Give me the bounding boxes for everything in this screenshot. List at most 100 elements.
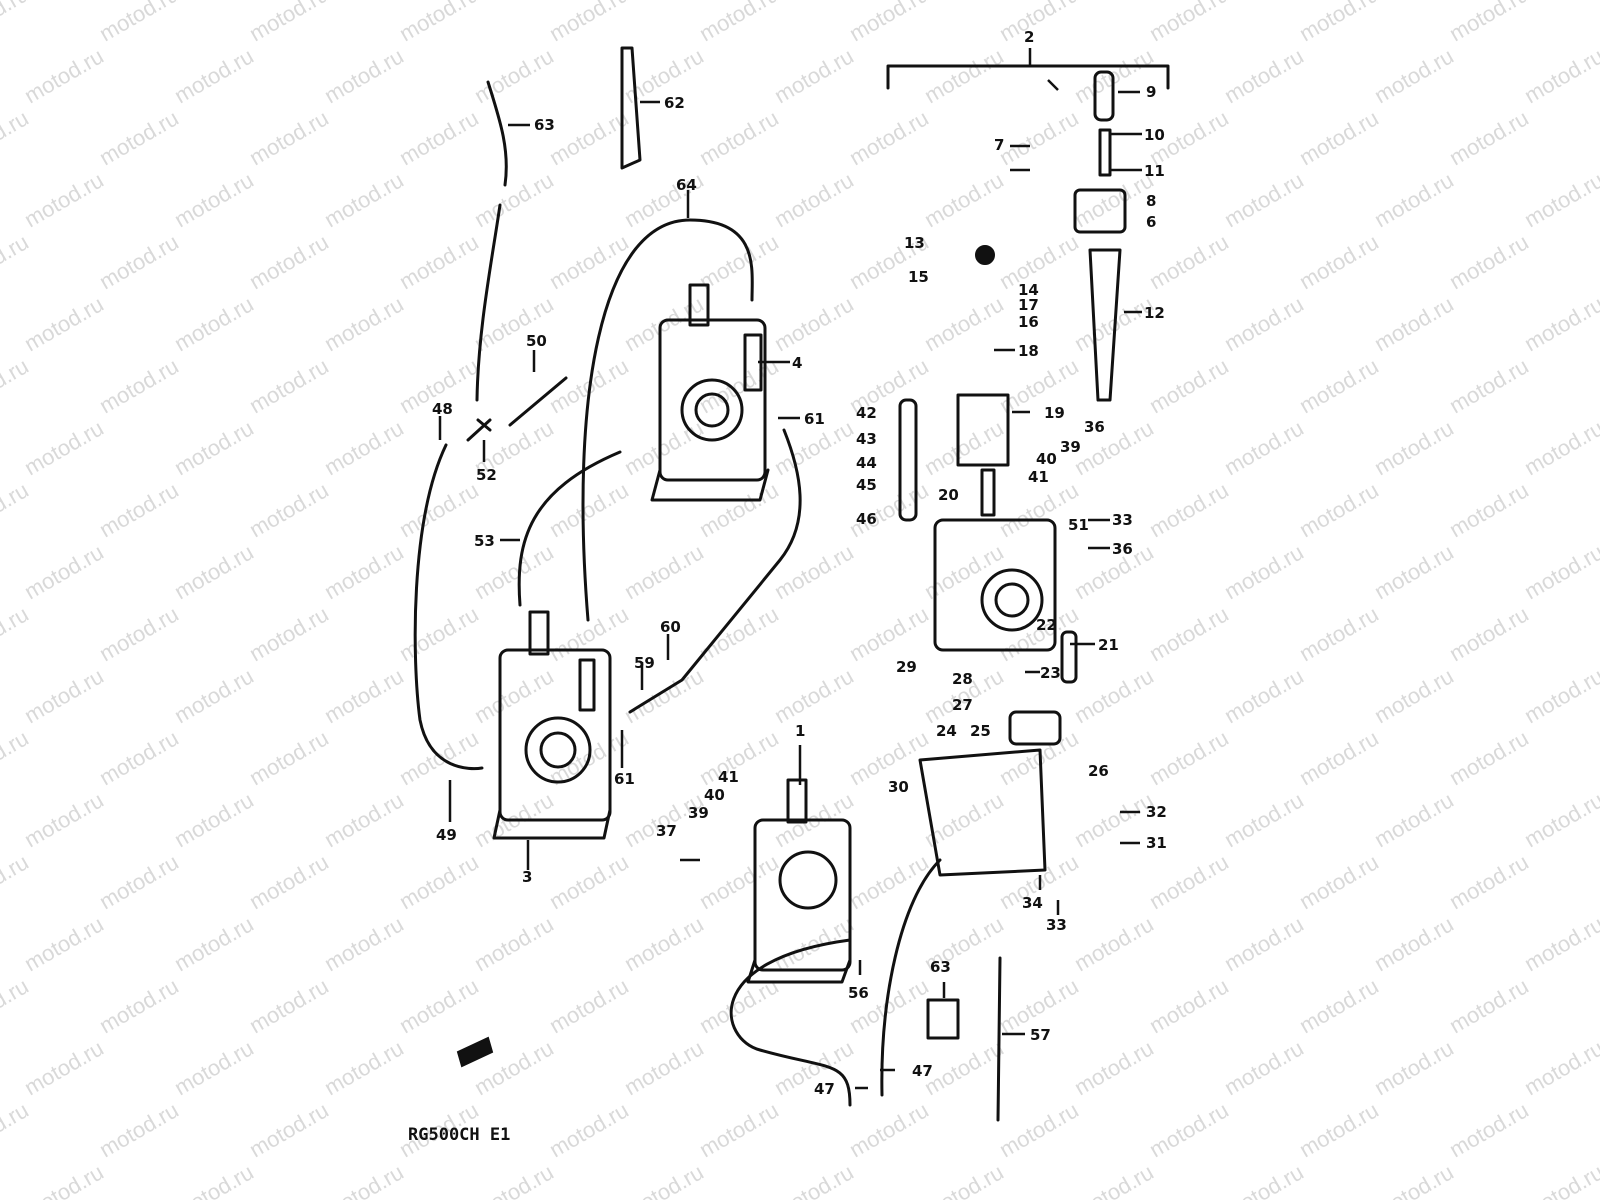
watermark-text: motod.ru xyxy=(1370,787,1458,852)
watermark-text: motod.ru xyxy=(0,229,33,294)
watermark-text: motod.ru xyxy=(95,477,183,542)
watermark-text: motod.ru xyxy=(920,291,1008,356)
callout-61-upper: 61 xyxy=(804,410,825,428)
watermark-text: motod.ru xyxy=(320,539,408,604)
watermark-text: motod.ru xyxy=(770,43,858,108)
hose-60 xyxy=(628,428,802,714)
watermark-text: motod.ru xyxy=(20,167,108,232)
watermark-text: motod.ru xyxy=(845,1097,933,1162)
callout-33-upper: 33 xyxy=(1112,511,1133,529)
watermark-text: motod.ru xyxy=(320,663,408,728)
watermark-text: motod.ru xyxy=(995,0,1083,46)
watermark-text: motod.ru xyxy=(1370,167,1458,232)
watermark-text: motod.ru xyxy=(170,663,258,728)
watermark-text: motod.ru xyxy=(320,167,408,232)
watermark-text: motod.ru xyxy=(1520,1035,1600,1100)
carburetor-exploded-body xyxy=(898,70,1127,877)
watermark-text: motod.ru xyxy=(245,601,333,666)
callout-3: 3 xyxy=(522,868,532,886)
hose-48-49 xyxy=(413,443,484,771)
jet-stack-42-46 xyxy=(898,398,918,522)
watermark-text: motod.ru xyxy=(1370,539,1458,604)
float-bowl-30 xyxy=(918,748,1047,877)
watermark-text: motod.ru xyxy=(620,1035,708,1100)
watermark-text: motod.ru xyxy=(0,849,33,914)
watermark-text: motod.ru xyxy=(1445,601,1533,666)
watermark-text: motod.ru xyxy=(1370,415,1458,480)
watermark-text: motod.ru xyxy=(770,539,858,604)
nut-13 xyxy=(975,245,995,265)
callout-47-right: 47 xyxy=(912,1062,933,1080)
watermark-text: motod.ru xyxy=(1295,0,1383,46)
watermark-text: motod.ru xyxy=(920,167,1008,232)
callout-37: 37 xyxy=(656,822,677,840)
hose-63-lower xyxy=(475,203,502,402)
watermark-text: motod.ru xyxy=(1220,539,1308,604)
callout-50: 50 xyxy=(526,332,547,350)
watermark-text: motod.ru xyxy=(1595,973,1600,1038)
watermark-text: motod.ru xyxy=(1520,787,1600,852)
watermark-text: motod.ru xyxy=(995,1097,1083,1162)
watermark-text: motod.ru xyxy=(1445,725,1533,790)
callout-1: 1 xyxy=(795,722,805,740)
watermark-text: motod.ru xyxy=(320,787,408,852)
callout-61-lower: 61 xyxy=(614,770,635,788)
watermark-text: motod.ru xyxy=(1520,167,1600,232)
callout-49: 49 xyxy=(436,826,457,844)
rod-57 xyxy=(996,956,1002,1122)
part-10 xyxy=(1098,128,1112,177)
watermark-text: motod.ru xyxy=(620,539,708,604)
watermark-text: motod.ru xyxy=(95,849,183,914)
watermark-text: motod.ru xyxy=(245,0,333,46)
watermark-text: motod.ru xyxy=(1445,1097,1533,1162)
watermark-text: motod.ru xyxy=(245,229,333,294)
watermark-text: motod.ru xyxy=(1295,477,1383,542)
watermark-text: motod.ru xyxy=(470,911,558,976)
watermark-text: motod.ru xyxy=(245,353,333,418)
watermark-text: motod.ru xyxy=(1445,849,1533,914)
callout-36-upper: 36 xyxy=(1084,418,1105,436)
watermark-text: motod.ru xyxy=(1070,663,1158,728)
watermark-text: motod.ru xyxy=(245,973,333,1038)
watermark-text: motod.ru xyxy=(395,105,483,170)
watermark-text: motod.ru xyxy=(170,539,258,604)
callout-18: 18 xyxy=(1018,342,1039,360)
watermark-text: motod.ru xyxy=(1220,911,1308,976)
watermark-text: motod.ru xyxy=(920,1159,1008,1200)
watermark-text: motod.ru xyxy=(1370,43,1458,108)
watermark-text: motod.ru xyxy=(20,911,108,976)
callout-52: 52 xyxy=(476,466,497,484)
watermark-text: motod.ru xyxy=(1595,0,1600,46)
callout-41-right: 41 xyxy=(1028,468,1049,486)
callout-43: 43 xyxy=(856,430,877,448)
watermark-text: motod.ru xyxy=(0,353,33,418)
watermark-text: motod.ru xyxy=(1445,229,1533,294)
callout-12: 12 xyxy=(1144,304,1165,322)
watermark-text: motod.ru xyxy=(0,1097,33,1162)
watermark-text: motod.ru xyxy=(170,167,258,232)
watermark-text: motod.ru xyxy=(95,0,183,46)
callout-14: 14 xyxy=(1018,281,1039,299)
watermark-text: motod.ru xyxy=(395,229,483,294)
callout-17: 17 xyxy=(1018,296,1039,314)
watermark-text: motod.ru xyxy=(1370,1035,1458,1100)
callout-62: 62 xyxy=(664,94,685,112)
watermark-text: motod.ru xyxy=(170,43,258,108)
slide-19 xyxy=(956,393,1010,467)
watermark-text: motod.ru xyxy=(0,0,33,46)
watermark-text: motod.ru xyxy=(95,601,183,666)
hose-63-upper xyxy=(486,80,508,187)
watermark-text: motod.ru xyxy=(770,1159,858,1200)
callout-23: 23 xyxy=(1040,664,1061,682)
hose-53 xyxy=(517,450,622,607)
callout-21: 21 xyxy=(1098,636,1119,654)
callout-25: 25 xyxy=(970,722,991,740)
watermark-text: motod.ru xyxy=(0,973,33,1038)
callout-19: 19 xyxy=(1044,404,1065,422)
callout-41-left: 41 xyxy=(718,768,739,786)
watermark-text: motod.ru xyxy=(770,663,858,728)
watermark-text: motod.ru xyxy=(1220,167,1308,232)
watermark-text: motod.ru xyxy=(95,353,183,418)
